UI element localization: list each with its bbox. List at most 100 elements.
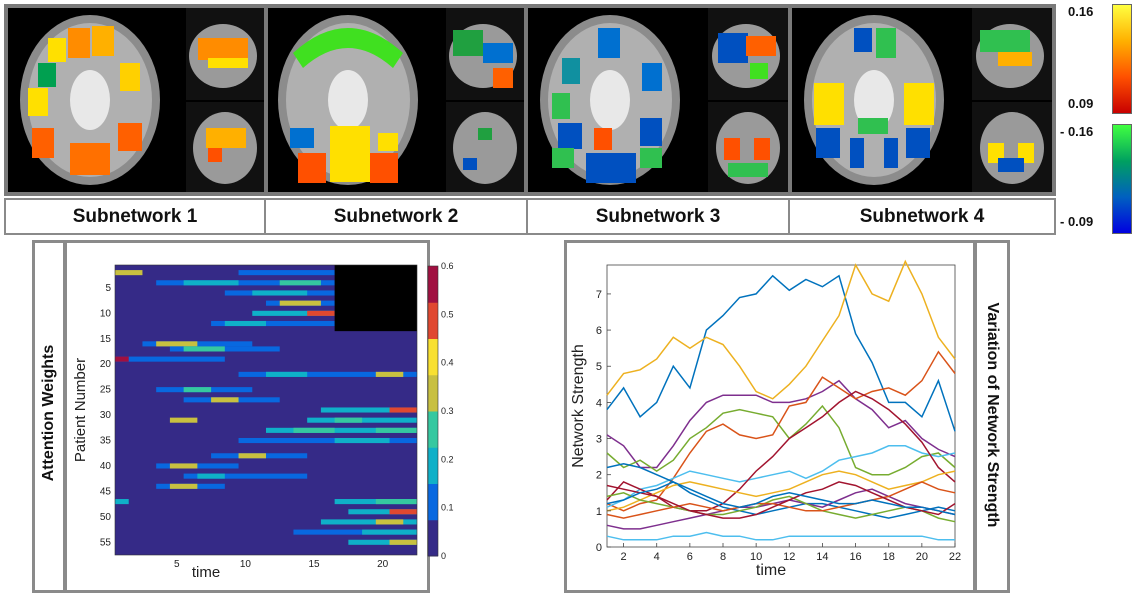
heatmap-y-tick-label: 10 — [100, 308, 112, 319]
series-line-7 — [606, 390, 956, 512]
line-y-tick-label: 0 — [596, 542, 602, 554]
line-y-tick-label: 2 — [596, 470, 602, 482]
heatmap-y-tick-label: 40 — [100, 461, 112, 472]
line-y-tick-label: 7 — [596, 289, 602, 301]
heatmap-cell — [334, 437, 390, 444]
heatmap-cell — [183, 473, 308, 479]
heatmap-cell — [156, 280, 335, 286]
heatmap-cell — [183, 346, 225, 352]
heatmap-cell — [389, 407, 417, 413]
line-x-axis-label: time — [756, 562, 786, 579]
line-x-tick-label: 4 — [654, 551, 660, 563]
subnetwork-1-label: Subnetwork 1 — [6, 200, 266, 233]
heatmap-colorbar-segment — [428, 338, 438, 376]
heatmap-cell — [211, 397, 239, 403]
series-line-10 — [606, 488, 956, 530]
line-x-tick-label: 12 — [783, 551, 795, 563]
heatmap-cell — [115, 356, 129, 362]
heatmap-x-tick-label: 15 — [308, 559, 320, 570]
positive-colorbar — [1112, 4, 1132, 114]
brain-image-strip — [4, 4, 1056, 196]
subnetwork-2-label: Subnetwork 2 — [266, 200, 528, 233]
attention-weights-label: Attention Weights — [40, 344, 57, 482]
line-x-tick-label: 6 — [687, 551, 693, 563]
subnetwork-label-row: Subnetwork 1 Subnetwork 2 Subnetwork 3 S… — [4, 198, 1056, 235]
heatmap-colorbar-segment — [428, 374, 438, 412]
heatmap-cell — [389, 539, 417, 545]
heatmap-cell — [279, 280, 321, 286]
heatmap-colorbar-segment — [428, 447, 438, 484]
heatmap-cell — [266, 427, 417, 433]
heatmap-colorbar-segment — [428, 302, 438, 339]
heatmap-cell — [115, 499, 129, 505]
attention-weights-side-frame: Attention Weights — [32, 240, 66, 593]
subnetwork-1-brain-image — [20, 8, 264, 192]
heatmap-cell — [156, 341, 198, 347]
heatmap-cell — [115, 356, 225, 362]
heatmap-y-tick-label: 55 — [100, 537, 112, 548]
heatmap-colorbar-tick-label: 0.2 — [441, 454, 454, 464]
series-line-2 — [606, 259, 956, 400]
heatmap-cell — [252, 290, 308, 296]
heatmap-cell — [224, 320, 266, 327]
heatmap-cell — [169, 483, 198, 489]
heatmap-cell — [238, 437, 417, 444]
heatmap-cell — [238, 453, 266, 459]
positive-min-label: 0.09 — [1068, 96, 1094, 111]
heatmap-y-axis-label: Patient Number — [72, 358, 89, 462]
subnetwork-3-brain-panel — [528, 8, 788, 192]
heatmap-cell — [211, 320, 335, 327]
line-y-axis-label: Network Strength — [570, 344, 587, 468]
heatmap-colorbar-segment — [428, 411, 438, 448]
heatmap-cell — [307, 310, 335, 316]
series-line-6 — [606, 445, 956, 508]
line-x-tick-label: 14 — [816, 551, 828, 563]
heatmap-cell — [156, 463, 239, 469]
heatmap-colorbar: 00.10.20.30.40.50.6 — [427, 262, 454, 561]
subnetwork-3-label: Subnetwork 3 — [528, 200, 790, 233]
subnetwork-3-brain-image — [540, 8, 788, 192]
colorbar-legend: 0.16 0.09 - 0.16 - 0.09 — [1060, 0, 1135, 240]
heatmap-colorbar-tick-label: 0 — [441, 551, 446, 561]
heatmap-cell — [169, 417, 198, 423]
line-x-tick-label: 22 — [949, 551, 961, 563]
heatmap-cell — [279, 300, 321, 306]
heatmap-cell — [142, 341, 253, 347]
network-strength-side-label: Variation of Network Strength — [984, 302, 1001, 528]
negative-max-label: - 0.16 — [1060, 124, 1094, 139]
line-x-tick-label: 10 — [750, 551, 762, 563]
subnetwork-4-brain-image — [804, 8, 1052, 192]
heatmap-cell — [348, 509, 417, 515]
heatmap-cell — [362, 529, 417, 535]
series-line-4 — [606, 404, 956, 476]
series-line-14 — [606, 481, 956, 519]
heatmap-colorbar-tick-label: 0.3 — [441, 406, 454, 416]
heatmap-x-tick-label: 20 — [377, 559, 389, 570]
heatmap-cell — [266, 371, 308, 377]
heatmap-y-tick-label: 15 — [100, 334, 112, 345]
line-x-tick-label: 2 — [621, 551, 627, 563]
line-x-tick-label: 20 — [916, 551, 928, 563]
line-x-tick-label: 8 — [720, 551, 726, 563]
heatmap-cell — [183, 280, 239, 286]
heatmap-y-tick-label: 30 — [100, 410, 112, 421]
heatmap-colorbar-segment — [428, 483, 438, 521]
heatmap-cell — [238, 270, 335, 276]
heatmap-colorbar-tick-label: 0.6 — [441, 262, 454, 271]
heatmap-cell — [348, 539, 417, 545]
heatmap-cell — [252, 310, 335, 316]
series-line-11 — [606, 492, 956, 523]
series-line-13 — [606, 531, 955, 541]
negative-min-label: - 0.09 — [1060, 214, 1094, 229]
heatmap-x-axis-label: time — [192, 564, 220, 581]
heatmap-y-tick-label: 20 — [100, 359, 112, 370]
subnetwork-2-brain-image — [278, 8, 524, 192]
heatmap-colorbar-tick-label: 0.4 — [441, 358, 454, 368]
heatmap-cell — [375, 427, 417, 433]
network-strength-side-frame: Variation of Network Strength — [974, 240, 1010, 593]
line-y-tick-label: 4 — [596, 397, 602, 409]
heatmap-x-tick-label: 10 — [240, 559, 252, 570]
line-y-tick-label: 1 — [596, 506, 602, 518]
heatmap-colorbar-border — [427, 265, 439, 557]
